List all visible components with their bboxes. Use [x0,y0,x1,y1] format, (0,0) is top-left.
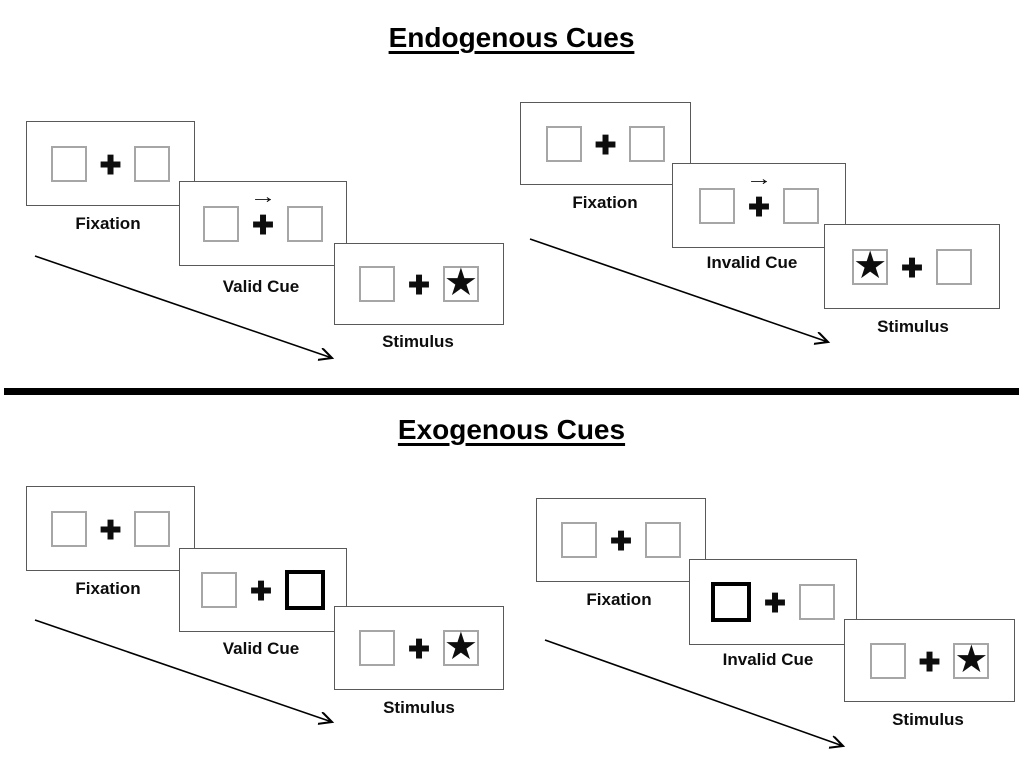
fixation-cross-icon: ✚ [610,526,632,556]
fixation-cross-icon: ✚ [918,646,941,677]
section-divider [4,388,1019,395]
right-box: ★ [442,626,479,668]
fixation-cross-icon: ✚ [250,576,272,606]
panel-label: Stimulus [383,698,455,717]
star-icon: ★ [443,626,478,668]
left-box [203,205,240,242]
endogenous-invalid-cue-panel: → ✚ [672,163,846,248]
fixation-cross-icon: ✚ [764,588,786,618]
highlighted-right-box [284,570,325,610]
sequence-arrow-endogenous-valid [34,255,340,365]
left-box [50,510,87,547]
panel-label: Fixation [572,193,638,212]
cue-arrow-icon: → [249,186,277,208]
right-box [134,145,171,182]
sequence-arrow-exogenous-invalid [544,639,850,752]
endogenous-valid-fixation-panel: ✚ [26,121,195,206]
endogenous-section-title: Endogenous Cues [388,22,635,53]
panel-label: Valid Cue [222,277,300,296]
fixation-cross-icon: ✚ [408,634,430,664]
right-box: ★ [953,638,990,681]
left-box [869,642,906,679]
panel-label: Fixation [75,214,141,233]
star-icon: ★ [853,244,888,287]
left-box [50,145,87,182]
exogenous-valid-stimulus-panel: ✚ ★ [334,606,504,690]
fixation-cross-icon: ✚ [748,191,770,222]
right-box [629,125,666,162]
highlighted-left-box [711,582,752,622]
right-box [935,248,972,285]
left-box [359,266,396,302]
right-box [798,584,835,620]
exogenous-invalid-cue-panel: ✚ [689,559,857,645]
panel-label: Stimulus [382,332,454,351]
cue-arrow-icon: → [745,168,773,190]
endogenous-valid-stimulus-panel: ✚ ★ [334,243,504,325]
right-box: ★ [442,262,479,304]
exogenous-invalid-fixation-panel: ✚ [536,498,706,582]
fixation-cross-icon: ✚ [252,209,274,240]
exogenous-valid-fixation-panel: ✚ [26,486,195,571]
star-icon: ★ [954,638,989,681]
panel-label: Stimulus [877,317,949,336]
panel-label: Stimulus [892,710,964,729]
endogenous-valid-cue-panel: → ✚ [179,181,347,266]
panel-label: Fixation [75,579,141,598]
fixation-cross-icon: ✚ [408,270,430,300]
panel-label: Valid Cue [222,639,300,658]
endogenous-invalid-fixation-panel: ✚ [520,102,691,185]
sequence-arrow-endogenous-invalid [529,238,835,348]
fixation-cross-icon: ✚ [99,514,122,545]
right-box [134,510,171,547]
fixation-cross-icon: ✚ [594,129,617,160]
left-box [561,522,598,558]
exogenous-valid-cue-panel: ✚ [179,548,347,632]
exogenous-invalid-stimulus-panel: ✚ ★ [844,619,1015,702]
star-icon: ★ [443,262,478,304]
panel-label: Invalid Cue [706,253,798,272]
fixation-cross-icon: ✚ [901,252,923,283]
left-box [699,187,736,224]
left-box: ★ [852,244,889,287]
exogenous-section-title: Exogenous Cues [397,414,626,445]
left-box [545,125,582,162]
panel-label: Fixation [586,590,652,609]
right-box [286,205,323,242]
left-box [201,572,238,608]
fixation-cross-icon: ✚ [99,149,122,180]
right-box [782,187,819,224]
right-box [644,522,681,558]
endogenous-invalid-stimulus-panel: ★ ✚ [824,224,1000,309]
panel-label: Invalid Cue [722,650,814,669]
sequence-arrow-exogenous-valid [34,619,340,729]
left-box [359,630,396,666]
